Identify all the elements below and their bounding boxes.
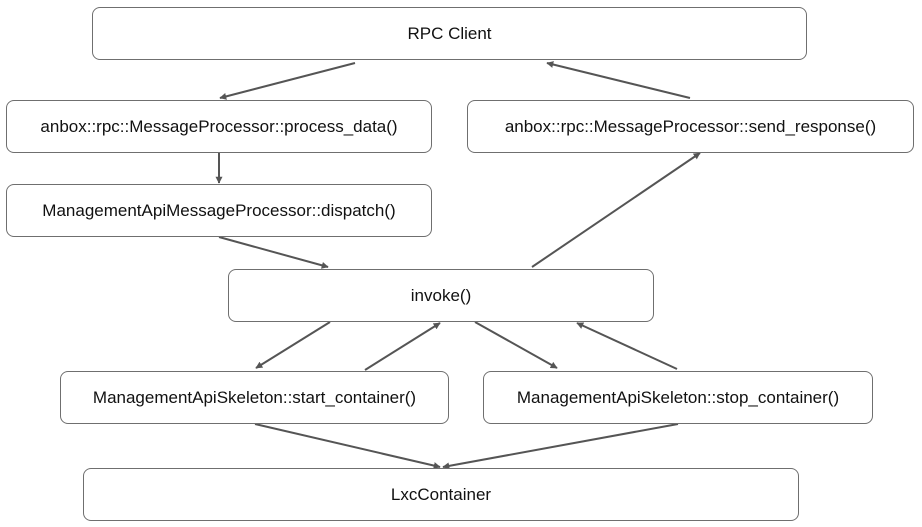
edge-dispatch-to-invoke [218, 236, 329, 269]
node-invoke: invoke() [228, 269, 654, 322]
edge-invoke-to-start-container [255, 321, 331, 369]
node-stop-container: ManagementApiSkeleton::stop_container() [483, 371, 873, 424]
edge-invoke-to-send-response [531, 152, 701, 268]
edge-stop-container-to-invoke [576, 322, 678, 370]
node-lxc-container: LxcContainer [83, 468, 799, 521]
node-process-data: anbox::rpc::MessageProcessor::process_da… [6, 100, 432, 153]
node-send-response: anbox::rpc::MessageProcessor::send_respo… [467, 100, 914, 153]
edge-rpc-client-to-process-data [219, 62, 356, 100]
node-dispatch: ManagementApiMessageProcessor::dispatch(… [6, 184, 432, 237]
node-rpc-client: RPC Client [92, 7, 807, 60]
node-start-container: ManagementApiSkeleton::start_container() [60, 371, 449, 424]
edge-send-response-to-rpc-client [546, 61, 691, 99]
edge-stop-container-to-lxc [442, 423, 679, 470]
edge-start-container-to-invoke [364, 322, 441, 371]
edge-start-container-to-lxc [254, 423, 441, 469]
edge-invoke-to-stop-container [474, 321, 558, 369]
